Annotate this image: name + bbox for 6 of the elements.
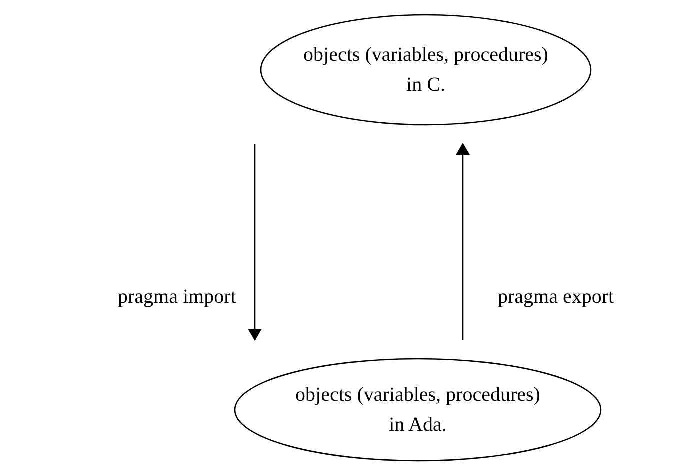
arrow bbox=[248, 144, 262, 341]
node-text: objects (variables, procedures) in C. bbox=[302, 43, 550, 98]
ellipse-node bbox=[260, 14, 592, 126]
arrow bbox=[456, 143, 470, 340]
ellipse-node bbox=[234, 358, 602, 462]
node-text: objects (variables, procedures) in Ada. bbox=[294, 383, 542, 438]
